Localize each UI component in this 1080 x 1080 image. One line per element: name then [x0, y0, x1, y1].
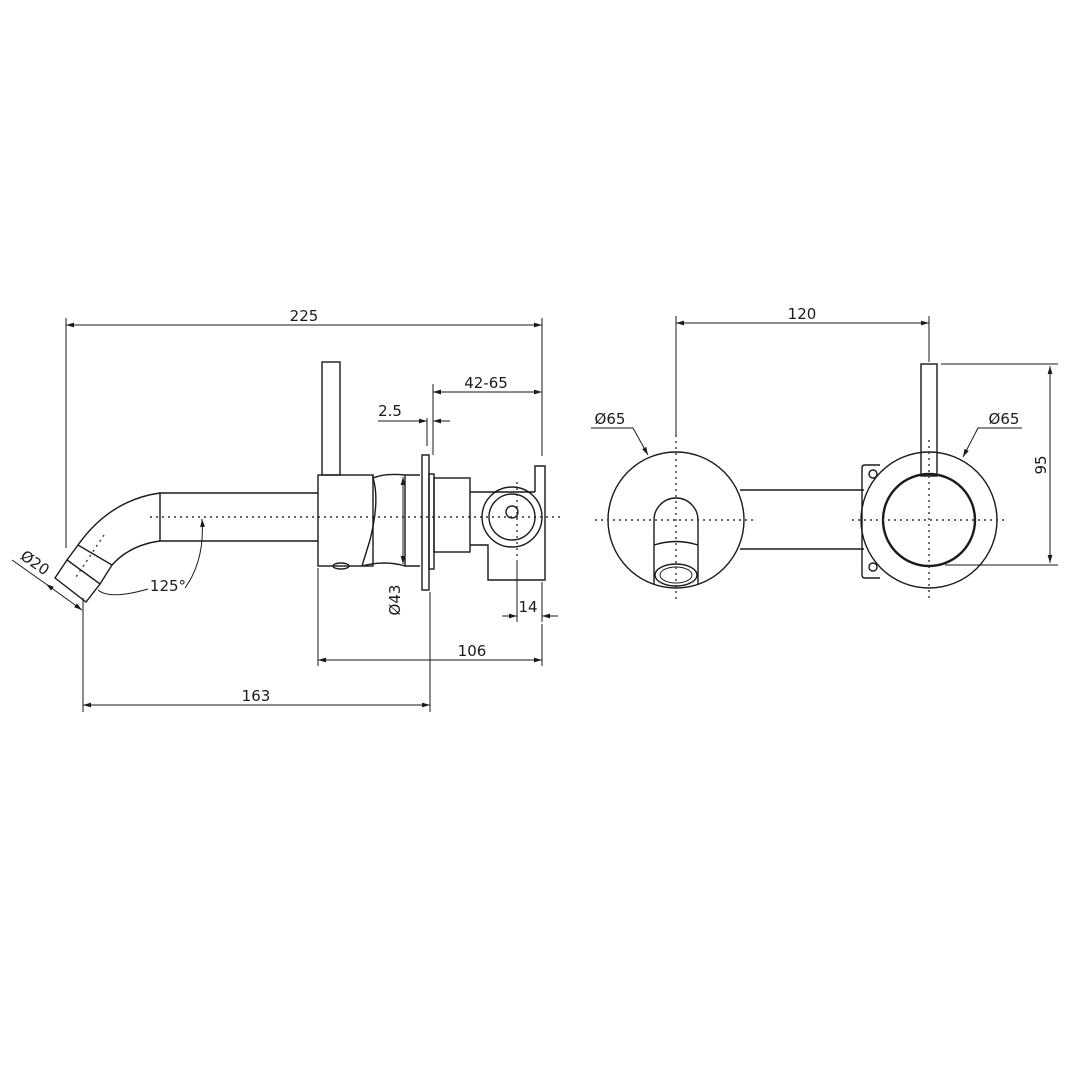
dim-lever-height: 95	[1032, 455, 1050, 474]
dim-spout-projection: 163	[242, 687, 271, 705]
side-view: 225 42-65 2.5 Ø43 14 106 163 125°	[11, 307, 560, 712]
dim-center-spacing: 120	[788, 305, 817, 323]
spout-bend	[77, 492, 161, 566]
dim-overall-length: 225	[290, 307, 319, 325]
dim-body-diameter: Ø43	[386, 585, 404, 616]
lever	[321, 361, 341, 476]
mounting-bracket	[470, 465, 546, 581]
mixer-body	[317, 474, 374, 567]
spout-front	[653, 497, 699, 585]
valve-inlet	[488, 493, 536, 541]
wall-flange	[421, 454, 430, 591]
dim-mixer-plate-diameter: Ø65	[989, 410, 1020, 428]
front-view: 120 95 Ø65 Ø65	[591, 305, 1058, 600]
valve-port	[505, 505, 519, 519]
dim-bracket-offset: 14	[518, 598, 537, 616]
dim-flange-thickness: 2.5	[378, 402, 402, 420]
spout-pipe	[159, 492, 318, 542]
dim-spout-plate-diameter: Ø65	[595, 410, 626, 428]
body-taper	[361, 473, 420, 567]
valve-body	[481, 486, 543, 548]
backplate-bracket	[861, 464, 880, 579]
valve-housing	[433, 477, 471, 553]
dim-body-to-wall: 106	[458, 642, 487, 660]
aerator-outlet	[332, 562, 350, 570]
dim-spout-angle: 125°	[150, 577, 186, 595]
dim-spout-diameter: Ø20	[17, 547, 53, 579]
flange-seal	[428, 473, 435, 570]
dim-wall-depth: 42-65	[464, 374, 508, 392]
